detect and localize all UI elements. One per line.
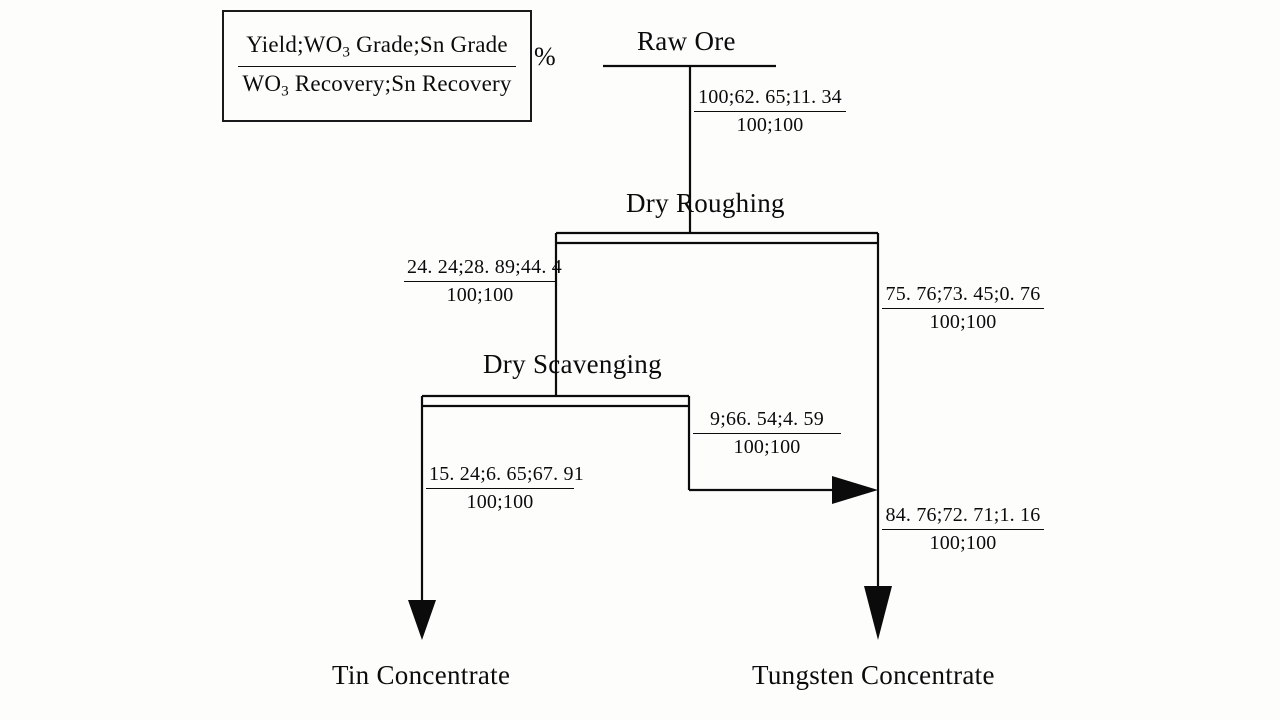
stream-scavenging-tailings-recoveries: 100;100 xyxy=(466,491,534,513)
node-title-dry-scavenging: Dry Scavenging xyxy=(483,349,662,379)
stream-scavenging-tailings: 15. 24;6. 65;67. 91 100;100 xyxy=(426,463,584,514)
legend-numerator: Yield;WO3 Grade;Sn Grade xyxy=(236,32,518,61)
node-title-tungsten-concentrate: Tungsten Concentrate xyxy=(752,660,995,690)
stream-feed-recoveries: 100;100 xyxy=(736,114,804,136)
stream-roughing-tailings-grades: 24. 24;28. 89;44. 4 xyxy=(407,256,562,278)
stream-roughing-concentrate: 75. 76;73. 45;0. 76 100;100 xyxy=(882,283,1044,334)
legend-numerator-subscript: 3 xyxy=(342,43,351,60)
stream-scavenging-tailings-grades: 15. 24;6. 65;67. 91 xyxy=(429,463,584,485)
stream-feed-rule xyxy=(694,111,846,112)
scavenging-concentrate-arrowhead xyxy=(832,476,878,504)
stream-roughing-tailings-recoveries: 100;100 xyxy=(446,284,514,306)
legend-percent-symbol: % xyxy=(534,42,556,71)
stream-tungsten-final: 84. 76;72. 71;1. 16 100;100 xyxy=(882,504,1044,555)
stream-roughing-concentrate-rule xyxy=(882,308,1044,309)
stream-scavenging-concentrate: 9;66. 54;4. 59 100;100 xyxy=(693,408,841,459)
node-title-tin-concentrate: Tin Concentrate xyxy=(332,660,511,690)
stream-feed-to-roughing: 100;62. 65;11. 34 100;100 xyxy=(694,86,846,137)
stream-roughing-tailings-rule xyxy=(404,281,556,282)
stream-roughing-tailings: 24. 24;28. 89;44. 4 100;100 xyxy=(404,256,562,307)
tin-concentrate-arrowhead xyxy=(408,600,436,640)
stream-roughing-concentrate-grades: 75. 76;73. 45;0. 76 xyxy=(885,283,1041,305)
legend-fraction-rule xyxy=(238,66,516,67)
tungsten-concentrate-arrowhead xyxy=(864,586,892,640)
stream-scavenging-tailings-rule xyxy=(426,488,574,489)
stream-tungsten-final-rule xyxy=(882,529,1044,530)
legend-denominator: WO3 Recovery;Sn Recovery xyxy=(232,71,521,100)
stream-scavenging-concentrate-recoveries: 100;100 xyxy=(733,436,801,458)
stream-scavenging-concentrate-grades: 9;66. 54;4. 59 xyxy=(710,408,824,430)
legend-numerator-suffix: Grade;Sn Grade xyxy=(350,31,508,57)
legend-denominator-prefix: WO xyxy=(242,71,282,96)
stream-tungsten-final-grades: 84. 76;72. 71;1. 16 xyxy=(885,504,1041,526)
stream-scavenging-concentrate-rule xyxy=(693,433,841,434)
stream-tungsten-final-recoveries: 100;100 xyxy=(929,532,997,554)
legend-denominator-subscript: 3 xyxy=(281,82,289,100)
node-title-raw-ore: Raw Ore xyxy=(637,26,736,56)
node-title-dry-roughing: Dry Roughing xyxy=(626,188,785,218)
legend-key-box: Yield;WO3 Grade;Sn Grade WO3 Recovery;Sn… xyxy=(222,10,532,122)
stream-roughing-concentrate-recoveries: 100;100 xyxy=(929,311,997,333)
legend-numerator-prefix: Yield;WO xyxy=(246,31,343,57)
legend-denominator-suffix: Recovery;Sn Recovery xyxy=(288,71,512,96)
stream-feed-grades: 100;62. 65;11. 34 xyxy=(698,86,842,108)
